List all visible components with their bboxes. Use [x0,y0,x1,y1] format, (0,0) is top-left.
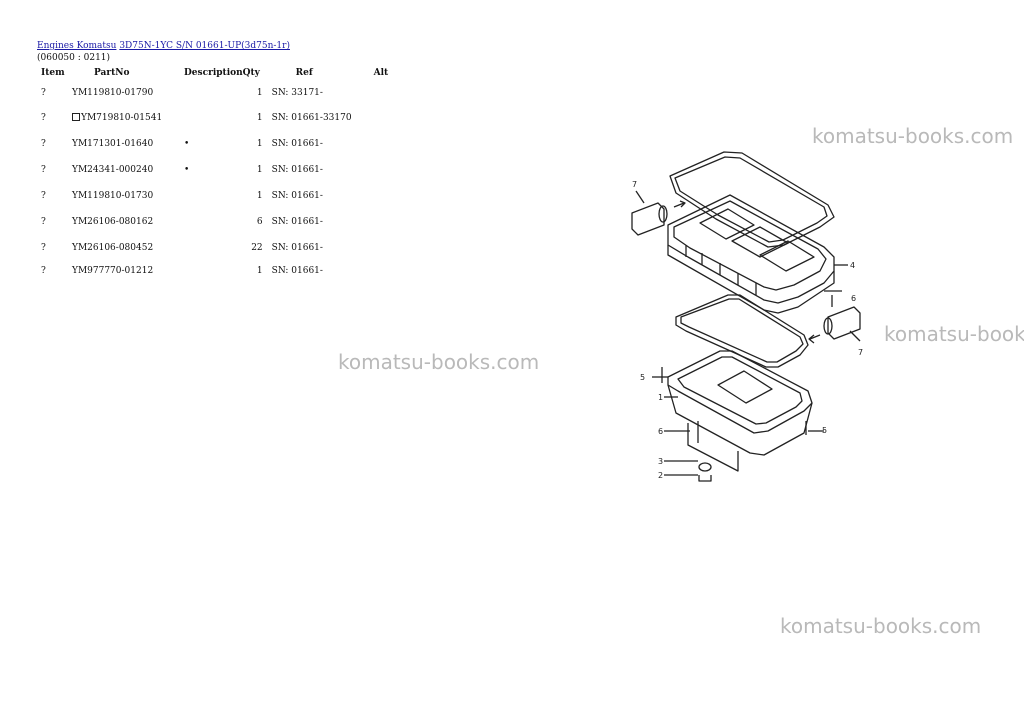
cell-ref: SN: 01661- [271,165,323,175]
table-row: ? YM719810-01541 1 SN: 01661-33170 [35,105,394,131]
cell-partno: YM26106-080162 [72,217,154,227]
cell-qty: 1 [256,165,263,175]
header-partno: PartNo [94,68,130,78]
filter-element-left [631,202,665,236]
lower-oil-pan [667,350,813,434]
parts-table: Item PartNo Description Qty Ref Alt ? YM… [35,66,394,281]
header-qty: Qty [242,68,260,78]
cell-ref: SN: 01661-33170 [271,113,352,123]
header-description: Description [184,68,243,78]
cell-partno: YM26106-080452 [72,243,154,253]
breadcrumb-link-model[interactable]: 3D75N-1YC S/N 01661-UP(3d75n-1r) [119,41,290,51]
cell-item: ? [41,191,46,201]
cell-ref: SN: 01661- [271,243,323,253]
cell-description [184,80,243,105]
cell-partno: YM119810-01730 [72,191,154,201]
callout-3: 3 [658,457,663,466]
watermark: komatsu-books.com [812,124,1014,148]
cell-alt [374,261,394,281]
cell-alt [374,105,394,131]
cell-item: ? [41,217,46,227]
cell-qty: 1 [256,113,263,123]
cell-ref: SN: 01661- [271,217,323,227]
callout-7-top: 7 [632,180,637,189]
cell-description [184,209,243,235]
callout-1: 1 [658,393,663,402]
cell-item: ? [41,113,46,123]
cell-alt [374,209,394,235]
watermark: komatsu-books.com [338,350,540,374]
cell-qty: 6 [256,217,263,227]
cell-qty: 22 [251,243,263,253]
cell-qty: 1 [256,87,263,98]
breadcrumb: Engines Komatsu 3D75N-1YC S/N 01661-UP(3… [37,41,290,51]
cell-ref: SN: 01661- [271,139,323,149]
table-row: ? YM171301-01640 • 1 SN: 01661- [35,131,394,157]
table-row: ? YM26106-080452 22 SN: 01661- [35,235,394,261]
breadcrumb-link-engines[interactable]: Engines Komatsu [37,41,117,51]
filter-element-right [827,306,861,340]
callout-6-lower: 6 [658,427,663,436]
table-row: ? YM119810-01730 1 SN: 01661- [35,183,394,209]
cell-alt [374,80,394,105]
upper-oil-pan [667,194,835,304]
cell-ref: SN: 33171- [271,87,323,98]
callout-5-right: 5 [822,426,827,435]
cell-alt [374,131,394,157]
header-alt: Alt [373,68,389,78]
exploded-parts-diagram: 7 4 6 7 5 1 5 6 3 2 [631,151,863,482]
watermark: komatsu-books.com [780,614,982,638]
callout-4: 4 [850,261,855,270]
cell-partno: YM719810-01541 [81,113,163,123]
cell-alt [374,183,394,209]
header-item: Item [41,68,65,78]
cell-item: ? [41,243,46,253]
lower-gasket [675,294,809,368]
cell-alt [374,157,394,183]
cell-description [184,261,243,281]
cell-partno: YM977770-01212 [72,266,154,276]
header-ref: Ref [295,68,313,78]
cell-item: ? [41,165,46,175]
cell-alt [374,235,394,261]
table-row: ? YM977770-01212 1 SN: 01661- [35,261,394,281]
cell-qty: 1 [256,266,263,276]
cell-item: ? [41,139,46,149]
table-row: ? YM119810-01790 1 SN: 33171- [35,80,394,105]
cell-ref: SN: 01661- [271,266,323,276]
callout-7-right: 7 [858,348,863,357]
callout-2: 2 [658,471,663,480]
checkbox-icon[interactable] [72,113,80,121]
cell-description [184,105,243,131]
cell-partno: YM171301-01640 [72,139,154,149]
cell-qty: 1 [256,191,263,201]
table-row: ? YM26106-080162 6 SN: 01661- [35,209,394,235]
watermark: komatsu-books.com [884,322,1024,346]
cell-qty: 1 [256,139,263,149]
callout-5-left: 5 [640,373,645,382]
cell-description [184,235,243,261]
table-row: ? YM24341-000240 • 1 SN: 01661- [35,157,394,183]
cell-description: • [184,139,190,149]
group-code: (060050 : 0211) [37,53,111,63]
cell-description [184,183,243,209]
upper-gasket [669,151,835,248]
cell-item: ? [41,266,46,276]
cell-partno: YM24341-000240 [72,165,154,175]
cell-partno-with-checkbox: YM719810-01541 [72,105,184,131]
cell-item: ? [41,87,46,98]
table-header-row: Item PartNo Description Qty Ref Alt [35,66,394,80]
cell-partno: YM119810-01790 [72,87,154,98]
cell-description: • [184,165,190,175]
callout-6-top: 6 [851,294,856,303]
cell-ref: SN: 01661- [271,191,323,201]
